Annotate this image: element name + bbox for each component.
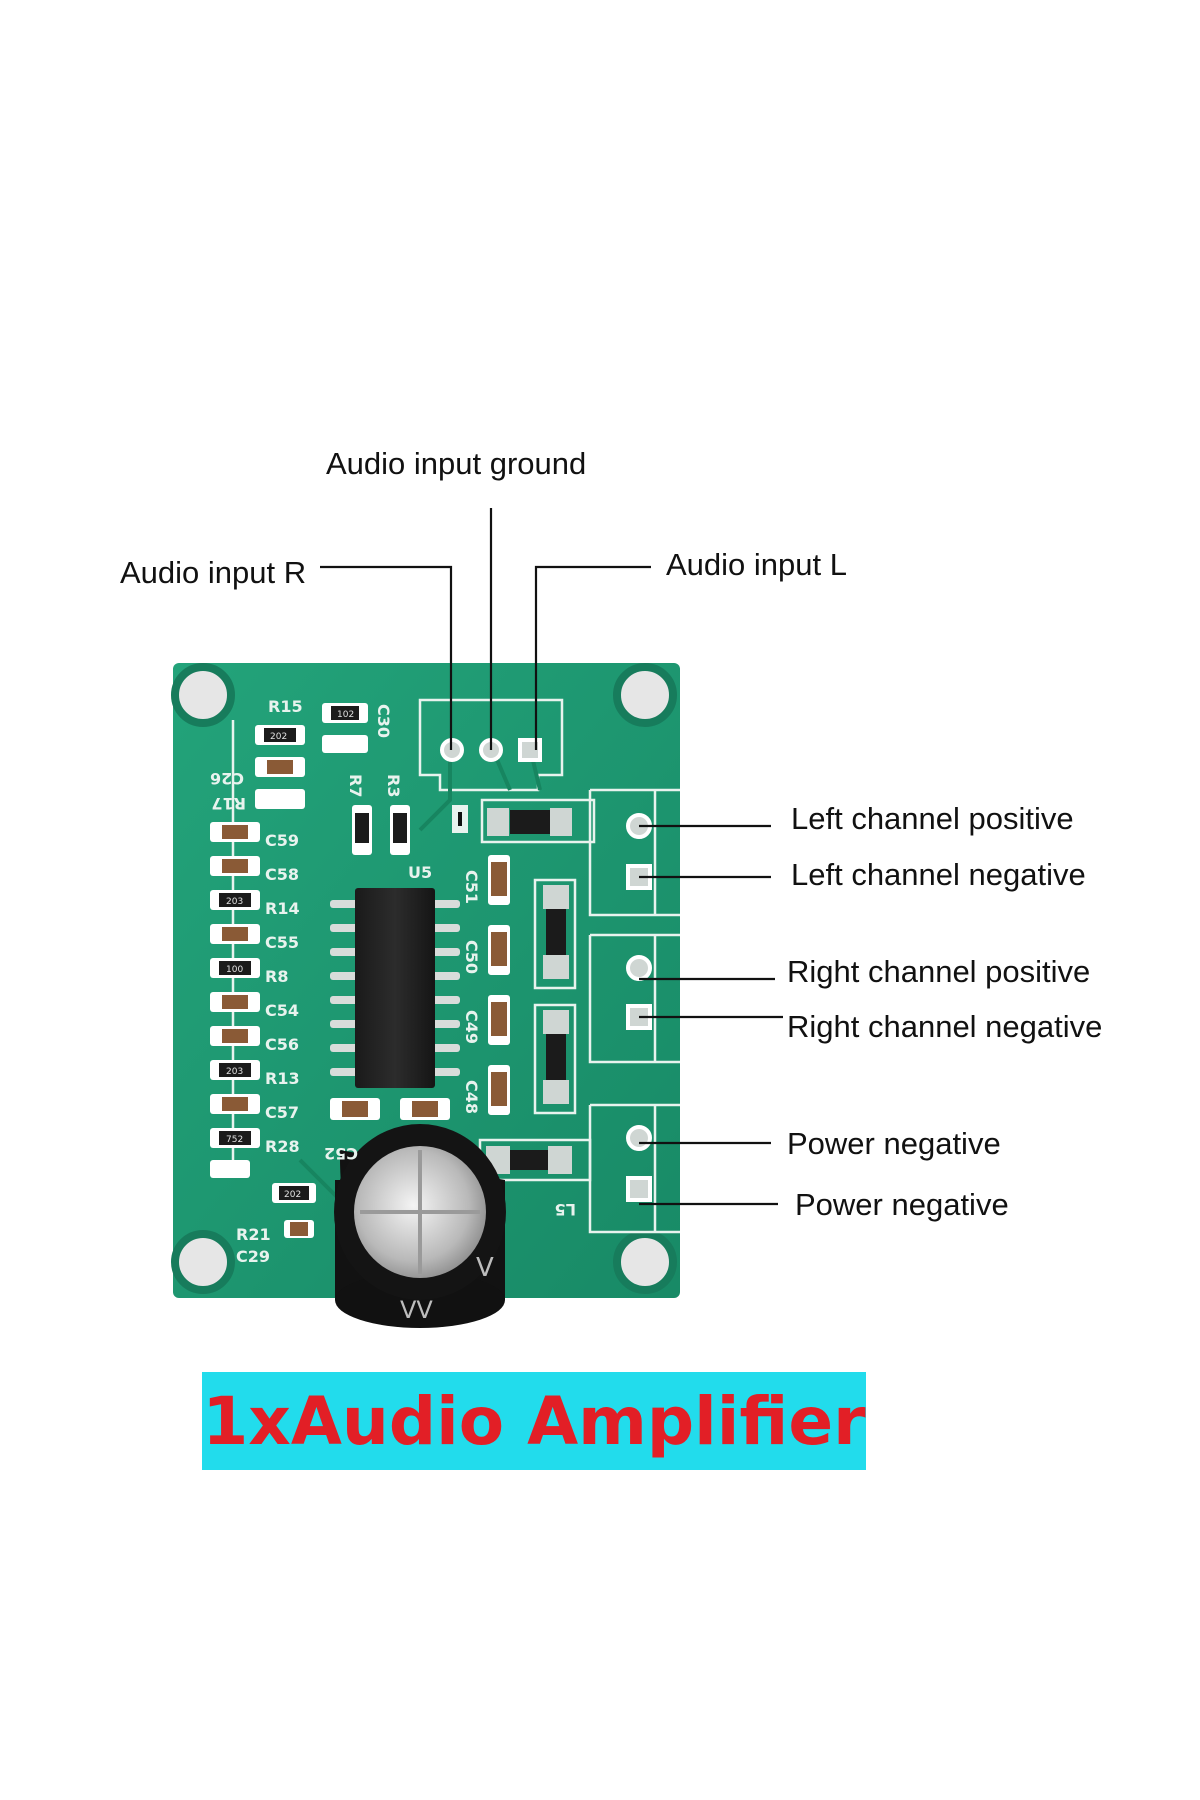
code-r-top: 202 — [270, 732, 287, 742]
silkscreen — [231, 698, 680, 1234]
svg-text:VV: VV — [400, 1296, 433, 1324]
resistor-codes: 102 202 203 100 203 752 202 — [226, 710, 354, 1200]
leader-audio-input-l — [534, 565, 651, 750]
callout-power-negative-2: Power negative — [795, 1187, 1009, 1222]
label-c51: C51 — [462, 870, 481, 904]
callout-audio-input-r: Audio input R — [120, 555, 306, 590]
callout-left-channel-positive: Left channel positive — [791, 801, 1074, 836]
label-c49: C49 — [462, 1010, 481, 1044]
smd-column — [210, 703, 572, 1238]
callout-right-channel-negative: Right channel negative — [787, 1009, 1102, 1044]
silkscreen-labels: R15 C26 R17 C59 C58 R14 C55 R8 C54 C56 R… — [210, 697, 576, 1266]
leader-audio-input-r — [320, 565, 453, 750]
svg-text:V: V — [476, 1253, 494, 1283]
label-u5: U5 — [408, 863, 432, 882]
callout-labels: Audio input ground Audio input R Audio i… — [120, 446, 1102, 1222]
callout-audio-input-ground: Audio input ground — [326, 446, 586, 481]
callout-audio-input-l: Audio input L — [666, 547, 847, 582]
label-r14: R14 — [265, 899, 300, 918]
label-r15: R15 — [268, 697, 303, 716]
label-r3: R3 — [384, 774, 403, 797]
label-c50: C50 — [462, 940, 481, 974]
callout-power-negative-1: Power negative — [787, 1126, 1001, 1161]
product-banner: 1xAudio Amplifier — [202, 1372, 866, 1470]
label-c56: C56 — [265, 1035, 299, 1054]
callout-right-channel-positive: Right channel positive — [787, 954, 1090, 989]
label-c57: C57 — [265, 1103, 299, 1122]
label-r21: R21 — [236, 1225, 271, 1244]
label-r8: R8 — [265, 967, 288, 986]
ic-chip-icon — [330, 888, 460, 1088]
label-c30: C30 — [374, 704, 393, 738]
label-c55: C55 — [265, 933, 299, 952]
callout-left-channel-negative: Left channel negative — [791, 857, 1086, 892]
label-c54: C54 — [265, 1001, 299, 1020]
label-c52: C52 — [324, 1144, 358, 1163]
label-r7: R7 — [346, 774, 365, 797]
label-c29: C29 — [236, 1247, 270, 1266]
label-c26: C26 — [210, 769, 244, 788]
label-c59: C59 — [265, 831, 299, 850]
mounting-hole-icon — [171, 663, 677, 1294]
label-r17: R17 — [211, 794, 246, 813]
code-r21: 202 — [284, 1190, 301, 1200]
label-c48: C48 — [462, 1080, 481, 1114]
label-r28: R28 — [265, 1137, 300, 1156]
code-r8: 100 — [226, 965, 243, 975]
code-r28: 752 — [226, 1135, 243, 1145]
code-r14: 203 — [226, 897, 243, 907]
product-title: 1xAudio Amplifier — [202, 1382, 866, 1460]
pcb-board: V VV R15 C26 R17 C59 C58 R14 C55 R8 C54 … — [171, 663, 680, 1328]
label-r13: R13 — [265, 1069, 300, 1088]
label-l5: L5 — [555, 1200, 576, 1219]
label-c58: C58 — [265, 865, 299, 884]
code-r15: 102 — [337, 710, 354, 720]
capacitor-icon: V VV — [334, 1124, 506, 1328]
leader-lines — [320, 508, 783, 1206]
code-r13: 203 — [226, 1067, 243, 1077]
